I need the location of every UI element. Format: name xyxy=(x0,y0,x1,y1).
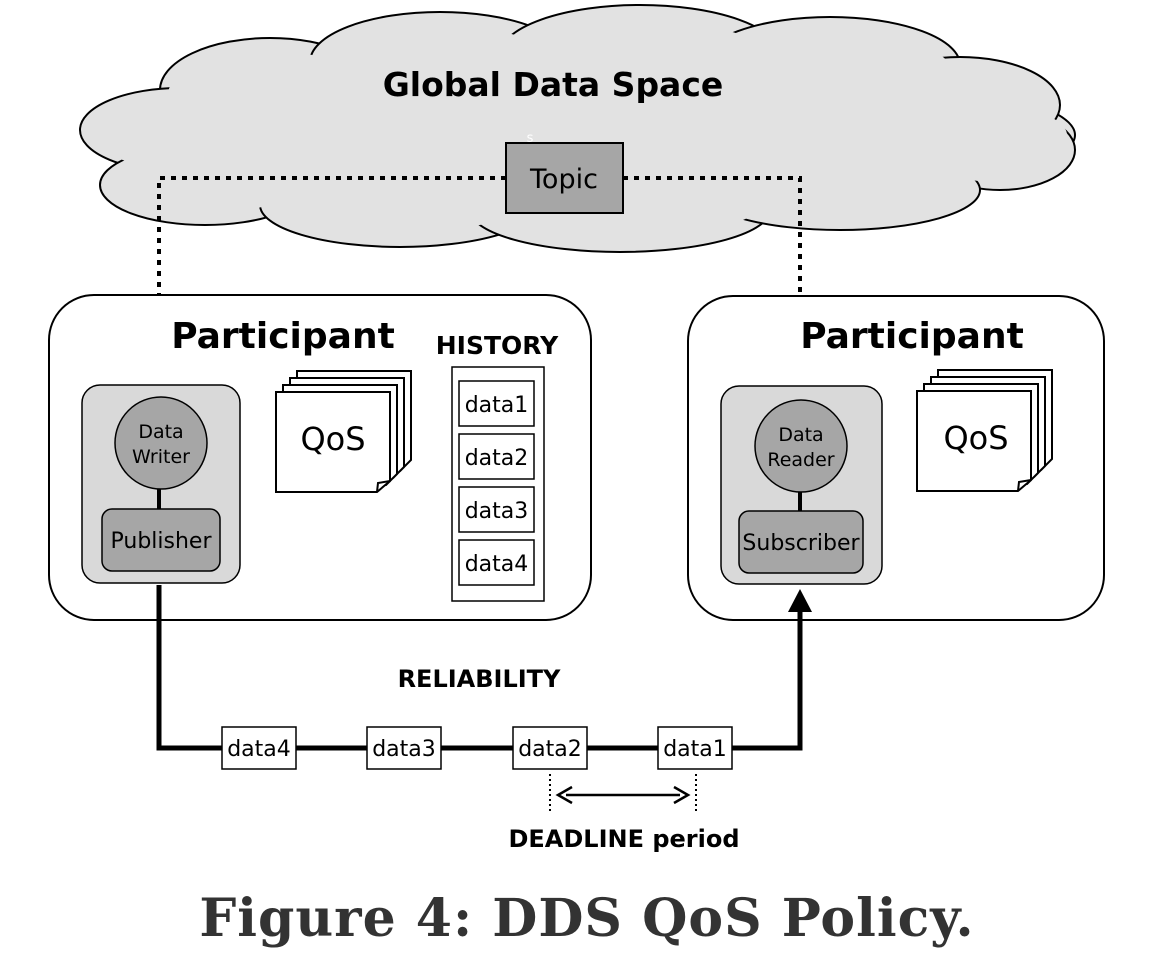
reliability-label: RELIABILITY xyxy=(398,665,561,693)
data-reader-label-line2: Reader xyxy=(767,449,834,471)
subscriber-label: Subscriber xyxy=(742,531,860,556)
packet-box xyxy=(657,726,733,770)
history-item-label: data3 xyxy=(465,499,529,524)
packet-box xyxy=(221,726,297,770)
left-qos-document-stack xyxy=(275,370,412,493)
reliability-channel: RELIABILITY data4 data3 data2 data1 xyxy=(156,585,812,770)
history-item-box xyxy=(458,486,535,533)
history-item-box xyxy=(458,380,535,427)
right-qos-label: QoS xyxy=(943,419,1008,457)
deadline-period: DEADLINE period xyxy=(508,774,740,853)
left-qos-label: QoS xyxy=(300,420,365,458)
data-writer-label-line1: Data xyxy=(138,421,183,443)
left-participant: Participant Data Writer Publisher QoS HI… xyxy=(48,294,592,621)
topic-label: Topic xyxy=(529,164,598,195)
publisher-box xyxy=(101,508,221,572)
packet-label: data1 xyxy=(663,737,727,762)
history-item-box xyxy=(458,433,535,480)
topic-box: Topic xyxy=(505,142,624,214)
reliability-packets: data4 data3 data2 data1 xyxy=(221,726,733,770)
cloud-stray-mark: s xyxy=(527,131,534,146)
packet-box xyxy=(366,726,442,770)
history-items: data1 data2 data3 data4 xyxy=(458,380,535,586)
deadline-label: DEADLINE period xyxy=(508,825,739,853)
subscriber-box xyxy=(738,510,864,574)
global-data-space-title: Global Data Space xyxy=(383,65,724,104)
packet-label: data2 xyxy=(518,737,582,762)
delivery-arrowhead xyxy=(788,589,812,612)
data-reader-label-line1: Data xyxy=(778,424,823,446)
global-data-space-cloud: Global Data Space s xyxy=(79,4,1076,253)
right-qos-document-stack xyxy=(916,369,1053,492)
publisher-label: Publisher xyxy=(111,529,213,554)
history-item-label: data1 xyxy=(465,393,529,418)
history-item-label: data2 xyxy=(465,446,529,471)
data-writer-node xyxy=(114,396,208,490)
history-item-label: data4 xyxy=(465,552,529,577)
packet-box xyxy=(512,726,588,770)
right-participant: Participant Data Reader Subscriber QoS xyxy=(687,295,1105,621)
data-reader-node xyxy=(754,399,848,493)
history-title: HISTORY xyxy=(436,331,559,360)
history-item-box xyxy=(458,539,535,586)
figure-caption: Figure 4: DDS QoS Policy. xyxy=(199,888,975,949)
left-participant-title: Participant xyxy=(171,316,395,357)
packet-label: data4 xyxy=(227,737,291,762)
right-participant-title: Participant xyxy=(800,316,1024,357)
dds-qos-diagram: Global Data Space s Topic Participant Da… xyxy=(48,4,1105,853)
data-writer-label-line2: Writer xyxy=(132,446,190,468)
packet-label: data3 xyxy=(372,737,436,762)
